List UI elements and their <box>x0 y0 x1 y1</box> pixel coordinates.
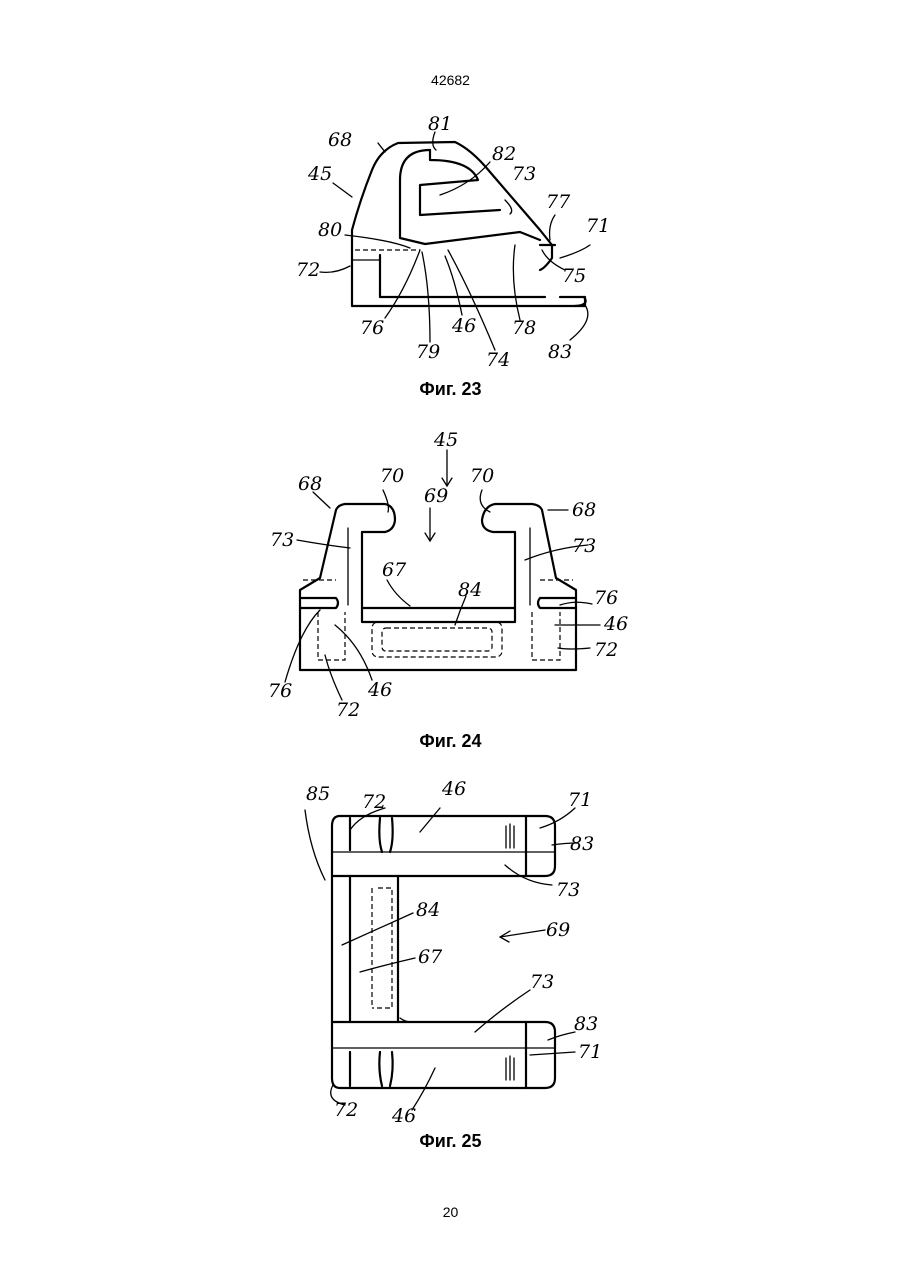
top-arm <box>332 816 555 876</box>
figure-25-drawing: 85 72 46 71 83 73 84 69 67 73 83 71 72 4… <box>0 0 901 1140</box>
figure-25-label: 83 <box>574 1013 598 1035</box>
figure-25-label: 67 <box>418 946 443 968</box>
figure-25-label: 83 <box>570 833 594 855</box>
figure-25-label: 71 <box>568 789 592 811</box>
figure-25-label: 72 <box>334 1099 358 1121</box>
figure-25-label: 72 <box>362 791 386 813</box>
figure-25-label: 84 <box>416 899 440 921</box>
figure-25-label: 73 <box>530 971 554 993</box>
bottom-arm <box>332 1022 555 1088</box>
figure-25-label: 46 <box>391 1105 416 1127</box>
figure-25-label: 85 <box>306 783 330 805</box>
figure-25-label: 46 <box>441 778 466 800</box>
figure-25-caption: Фиг. 25 <box>0 1131 901 1152</box>
page-number: 20 <box>0 1204 901 1220</box>
figure-25-label: 73 <box>556 879 580 901</box>
figure-25-label: 71 <box>578 1041 602 1063</box>
figure-25-label: 69 <box>546 919 570 941</box>
